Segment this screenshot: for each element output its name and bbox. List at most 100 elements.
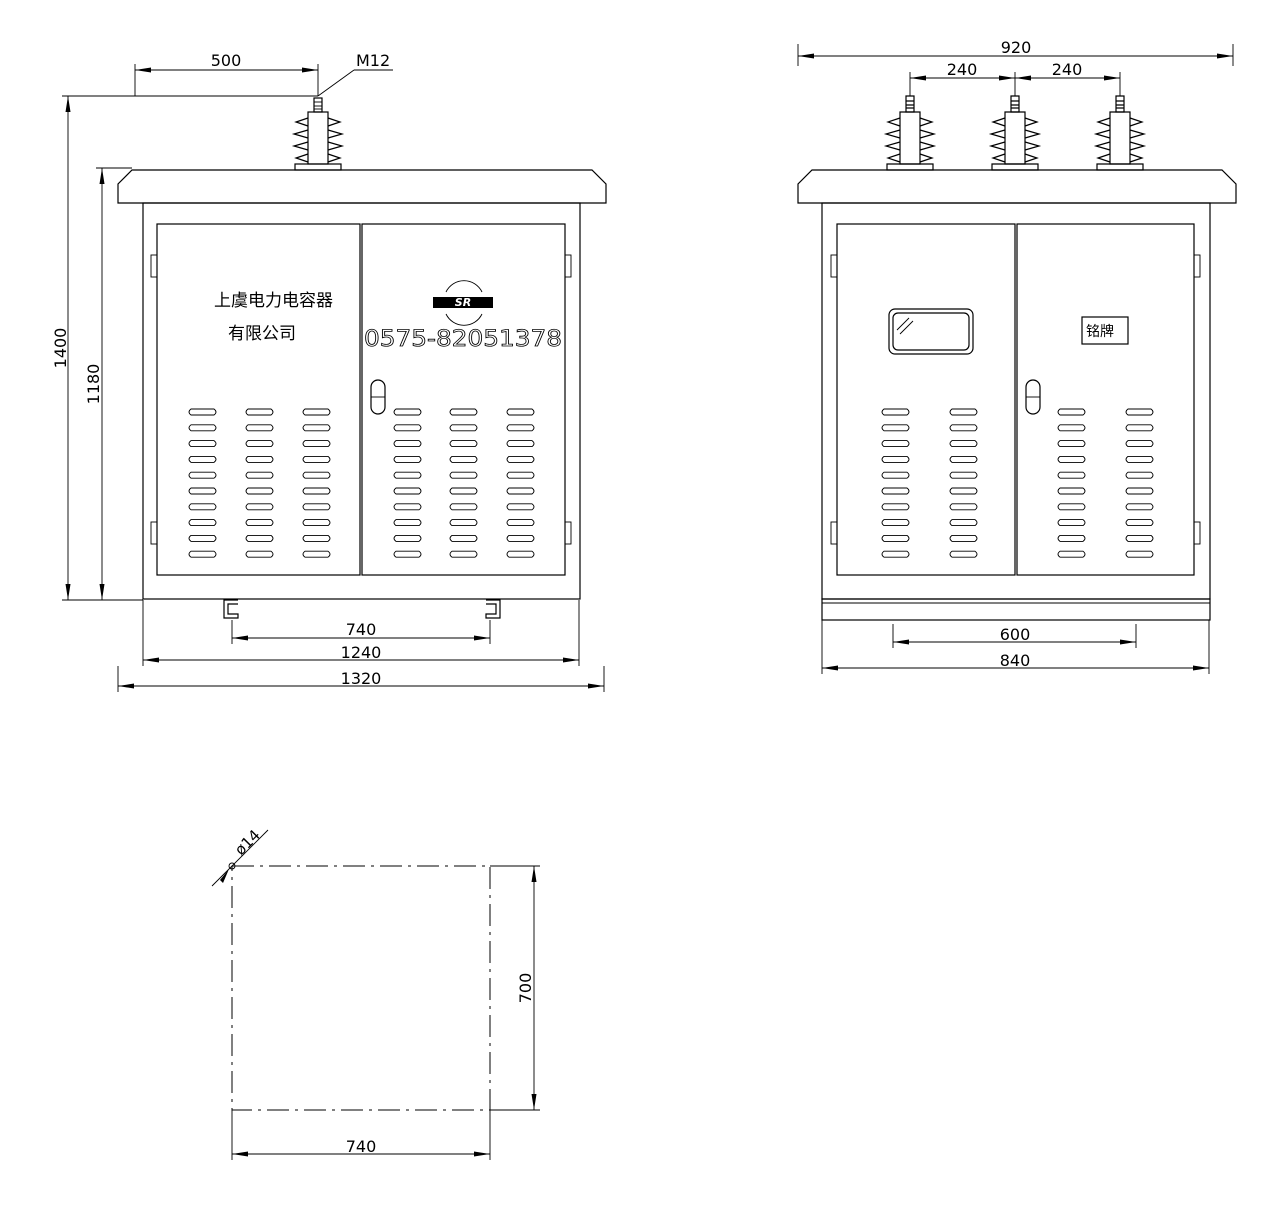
- mounting-hole-icon: [228, 862, 236, 870]
- louver-slot: [188, 550, 217, 558]
- louver-slot: [881, 519, 910, 527]
- louver-slot: [245, 440, 274, 448]
- nameplate: [1081, 316, 1129, 345]
- company-name-line2: 有限公司: [228, 324, 296, 344]
- louver-slot: [245, 471, 274, 479]
- louver-slot: [393, 455, 422, 463]
- side-bushings: [883, 95, 1147, 171]
- front-base-channel-left: [223, 599, 239, 619]
- louver-slot: [245, 424, 274, 432]
- hinge-icon: [1193, 254, 1201, 278]
- louver-slot: [881, 424, 910, 432]
- louver-slot: [1057, 408, 1086, 416]
- dim-side-body-width: 840: [1000, 651, 1031, 670]
- side-louver-grille: [881, 408, 1154, 558]
- louver-slot: [245, 503, 274, 511]
- front-base-channel-right: [485, 599, 501, 619]
- dim-body-height: 1180: [84, 364, 103, 405]
- side-cabinet-body: [821, 202, 1211, 600]
- louver-slot: [506, 440, 535, 448]
- louver-slot: [188, 424, 217, 432]
- louver-slot: [1057, 487, 1086, 495]
- hinge-icon: [830, 254, 838, 278]
- louver-slot: [302, 503, 331, 511]
- louver-slot: [1057, 503, 1086, 511]
- front-roof: [117, 169, 607, 204]
- bushing-icon: [988, 95, 1042, 171]
- hinge-icon: [564, 254, 572, 278]
- louver-slot: [506, 424, 535, 432]
- louver-slot: [188, 408, 217, 416]
- louver-slot: [949, 408, 978, 416]
- side-roof: [797, 169, 1237, 204]
- louver-slot: [949, 440, 978, 448]
- louver-slot: [506, 471, 535, 479]
- front-left-door: [156, 223, 361, 576]
- louver-slot: [881, 534, 910, 542]
- louver-slot: [302, 424, 331, 432]
- louver-slot: [449, 471, 478, 479]
- louver-slot: [1125, 487, 1154, 495]
- louver-slot: [245, 408, 274, 416]
- louver-slot: [188, 519, 217, 527]
- louver-slot: [188, 503, 217, 511]
- dim-base-width: 740: [346, 1137, 377, 1156]
- louver-slot: [449, 550, 478, 558]
- louver-slot: [949, 424, 978, 432]
- louver-slot: [949, 471, 978, 479]
- louver-slot: [393, 487, 422, 495]
- louver-slot: [245, 487, 274, 495]
- front-right-door: [361, 223, 566, 576]
- louver-slot: [506, 487, 535, 495]
- louver-slot: [1057, 455, 1086, 463]
- louver-slot: [1057, 519, 1086, 527]
- louver-slot: [302, 408, 331, 416]
- hinge-icon: [1193, 521, 1201, 545]
- louver-slot: [881, 550, 910, 558]
- louver-slot: [449, 503, 478, 511]
- dim-hole-diameter: ø14: [231, 826, 264, 859]
- dim-base-depth: 700: [516, 973, 535, 1004]
- louver-slot: [393, 424, 422, 432]
- hinge-icon: [830, 521, 838, 545]
- louver-slot: [1125, 455, 1154, 463]
- louver-slot: [302, 534, 331, 542]
- louver-slot: [1125, 503, 1154, 511]
- louver-slot: [449, 487, 478, 495]
- louver-slot: [506, 503, 535, 511]
- louver-slot: [949, 503, 978, 511]
- louver-slot: [949, 534, 978, 542]
- hinge-icon: [564, 521, 572, 545]
- dim-body-width: 1240: [341, 643, 382, 662]
- louver-slot: [393, 503, 422, 511]
- dim-total-height: 1400: [51, 328, 70, 369]
- nameplate-label: 铭牌: [1086, 323, 1114, 340]
- louver-slot: [302, 519, 331, 527]
- louver-slot: [188, 534, 217, 542]
- louver-slot: [449, 440, 478, 448]
- louver-slot: [506, 534, 535, 542]
- louver-slot: [506, 455, 535, 463]
- louver-slot: [449, 519, 478, 527]
- louver-slot: [881, 487, 910, 495]
- louver-slot: [881, 440, 910, 448]
- front-bushing-icon: [291, 97, 345, 171]
- louver-slot: [393, 440, 422, 448]
- hinge-icon: [150, 254, 158, 278]
- dim-bolt-spec: M12: [356, 51, 390, 70]
- louver-slot: [393, 550, 422, 558]
- base-footprint: [231, 865, 491, 1111]
- louver-slot: [1125, 550, 1154, 558]
- dim-spacing-left: 240: [947, 60, 978, 79]
- louver-slot: [245, 519, 274, 527]
- hinge-icon: [150, 521, 158, 545]
- dim-side-base-spacing: 600: [1000, 625, 1031, 644]
- louver-slot: [302, 487, 331, 495]
- louver-slot: [188, 440, 217, 448]
- front-view: 上虞电力电容器 有限公司 SR 0575-82051378 500 M12: [51, 51, 607, 692]
- louver-slot: [302, 440, 331, 448]
- sr-logo-text: SR: [455, 296, 471, 309]
- louver-slot: [188, 471, 217, 479]
- louver-slot: [1057, 471, 1086, 479]
- dim-bolt-offset: 500: [211, 51, 242, 70]
